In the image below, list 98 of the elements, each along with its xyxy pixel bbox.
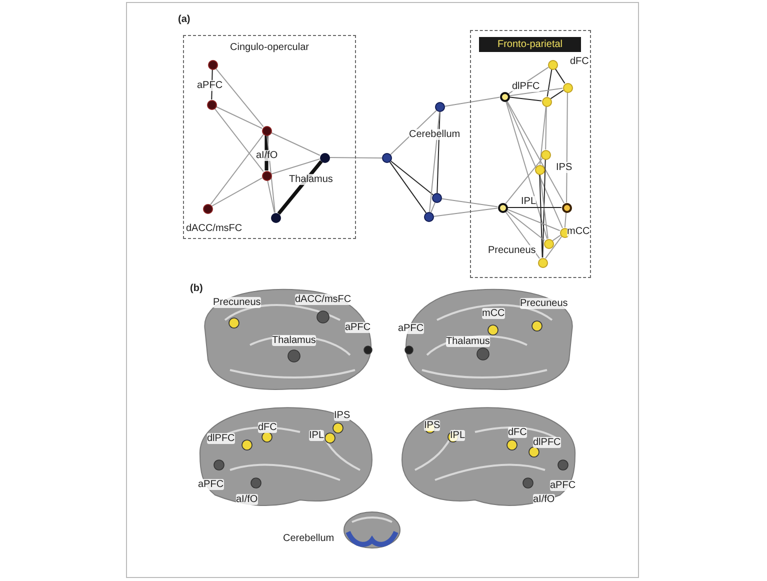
connector-line [329,157,382,158]
region-label: mCC [567,226,590,237]
connector-line [270,158,320,175]
region-label: aI/fO [256,150,278,161]
panel-letter: (b) [190,283,203,294]
connector-line [542,159,546,258]
connector-line [267,180,275,214]
connector-line [540,106,546,166]
region-label: dFC [570,56,589,67]
connector-line [506,208,560,232]
region-label: dlPFC [533,437,561,448]
connector-line [430,202,436,213]
connector-line [539,174,543,258]
region-label: Cerebellum [283,533,334,544]
region-label: aI/fO [236,494,258,505]
region-label: dACC/msFC [295,294,352,305]
connector-line [564,212,567,228]
connector-line [506,100,563,228]
connector-line [266,134,276,214]
connector-line [270,132,320,156]
region-label: dFC [508,427,527,438]
region-label: aPFC [197,80,223,91]
connector-line [436,112,440,194]
connector-line [444,96,500,107]
connector-line [215,68,264,128]
region-label: dlPFC [512,81,540,92]
region-label: Precuneus [488,245,536,256]
box-title: Cingulo-opercular [229,42,310,53]
region-label: Thalamus [289,174,333,185]
connector-line [441,198,498,208]
node-dot [262,170,272,180]
region-label: IPL [450,430,466,441]
connector-line [508,96,542,102]
connector-line [506,100,565,204]
connector-line [505,100,548,240]
node-dot [542,96,552,106]
node-dot [560,228,570,238]
region-label: aPFC [198,479,224,490]
node-dot [544,238,554,248]
node-dot [435,102,445,112]
region-label: Cerebellum [409,129,460,140]
region-label: Thalamus [446,336,490,347]
connector-line [264,136,268,170]
connector-line [429,111,440,213]
node-dot [534,164,544,174]
node-dot [320,152,330,162]
connector-line [211,177,263,207]
region-label: Thalamus [272,335,316,346]
node-dot [382,153,392,163]
region-label: Precuneus [520,298,568,309]
region-label: IPL [309,430,324,441]
connector-line [552,234,561,242]
connector-line [390,160,434,196]
connector-line [507,207,562,208]
connector-line [506,210,546,241]
connector-line [566,92,568,203]
region-label: dACC/msFC [186,223,242,234]
node-dot [562,82,572,92]
region-label: IPS [424,420,440,431]
node-dot [262,126,272,136]
connector-line [210,134,264,205]
region-label: IPS [334,410,350,421]
region-label: aI/fO [533,494,555,505]
connector-line [545,106,547,150]
title-band: Fronto-parietal [479,37,581,52]
region-label: dFC [258,422,277,433]
panel-letter: (a) [178,14,190,25]
node-dot [500,92,510,102]
connector-line [508,88,564,96]
region-label: IPS [556,162,572,173]
node-dot [270,212,280,222]
node-dot [562,202,572,212]
connector-line [554,68,566,84]
connector-line [504,211,540,259]
connector-line [214,108,264,172]
node-dot [432,193,442,203]
node-dot [424,212,434,222]
region-label: dlPFC [207,433,235,444]
node-dot [202,204,212,214]
connector-line [546,68,552,98]
connector-line [389,162,427,214]
region-label: IPL [521,196,536,207]
connector-line [505,158,543,204]
connector-line [540,174,548,240]
region-label: mCC [482,308,505,319]
region-label: aPFC [550,480,576,491]
connector-line [433,208,498,217]
node-dot [538,258,548,268]
region-label: Precuneus [213,297,261,308]
node-dot [548,60,558,70]
region-label: aPFC [345,322,371,333]
node-dot [498,202,508,212]
connector-line [550,90,564,100]
node-dot [206,100,216,110]
node-dot [208,60,218,70]
connector-line [216,106,262,129]
region-label: aPFC [398,323,424,334]
connector-line [544,236,562,259]
